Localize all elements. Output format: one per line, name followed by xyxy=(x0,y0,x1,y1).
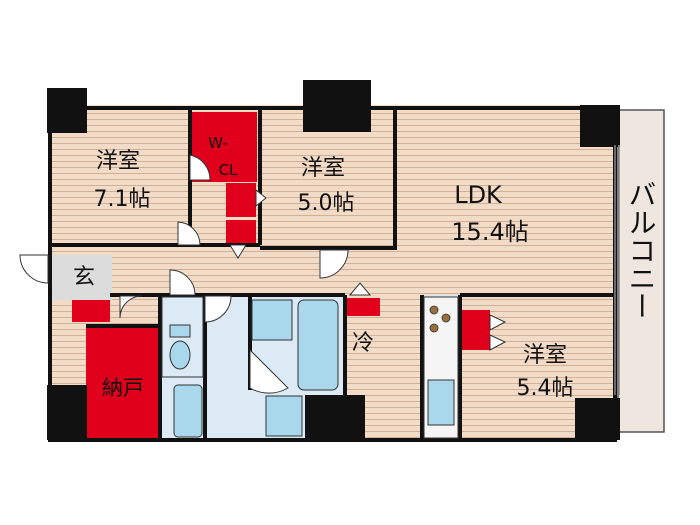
balcony-name: バルコニー xyxy=(625,180,658,320)
western2-name: 洋室 xyxy=(301,156,345,181)
closet-small-2 xyxy=(226,220,256,246)
entrance-floor xyxy=(50,255,112,300)
kitchen-sink xyxy=(427,379,455,426)
toilet-icon xyxy=(169,324,191,370)
entrance-closet xyxy=(72,300,110,322)
walkin-line2: CL xyxy=(219,161,238,179)
western1-name: 洋室 xyxy=(96,149,140,174)
western3-closet xyxy=(462,310,490,350)
door-swing-icon xyxy=(19,154,507,394)
ldk-name: LDK xyxy=(454,181,503,209)
closet-small-1 xyxy=(226,183,256,217)
storage-room xyxy=(86,326,160,440)
balcony-area xyxy=(617,109,665,433)
sink-icon xyxy=(251,299,293,341)
western3-size: 5.4帖 xyxy=(517,376,574,401)
stove-icon xyxy=(429,305,451,333)
storage-name: 納戸 xyxy=(102,376,144,400)
fridge-name: 冷 xyxy=(352,331,374,356)
western3-name: 洋室 xyxy=(523,343,567,368)
entrance-name: 玄 xyxy=(73,265,95,290)
hall-closet xyxy=(345,298,380,316)
western2-size: 5.0帖 xyxy=(298,191,355,216)
ldk-size: 15.4帖 xyxy=(451,218,528,246)
windows xyxy=(614,145,620,395)
walkin-line1: W- xyxy=(208,134,228,152)
western1-size: 7.1帖 xyxy=(94,187,151,212)
wall-columns xyxy=(47,80,620,440)
bathtub-icon xyxy=(173,299,339,438)
